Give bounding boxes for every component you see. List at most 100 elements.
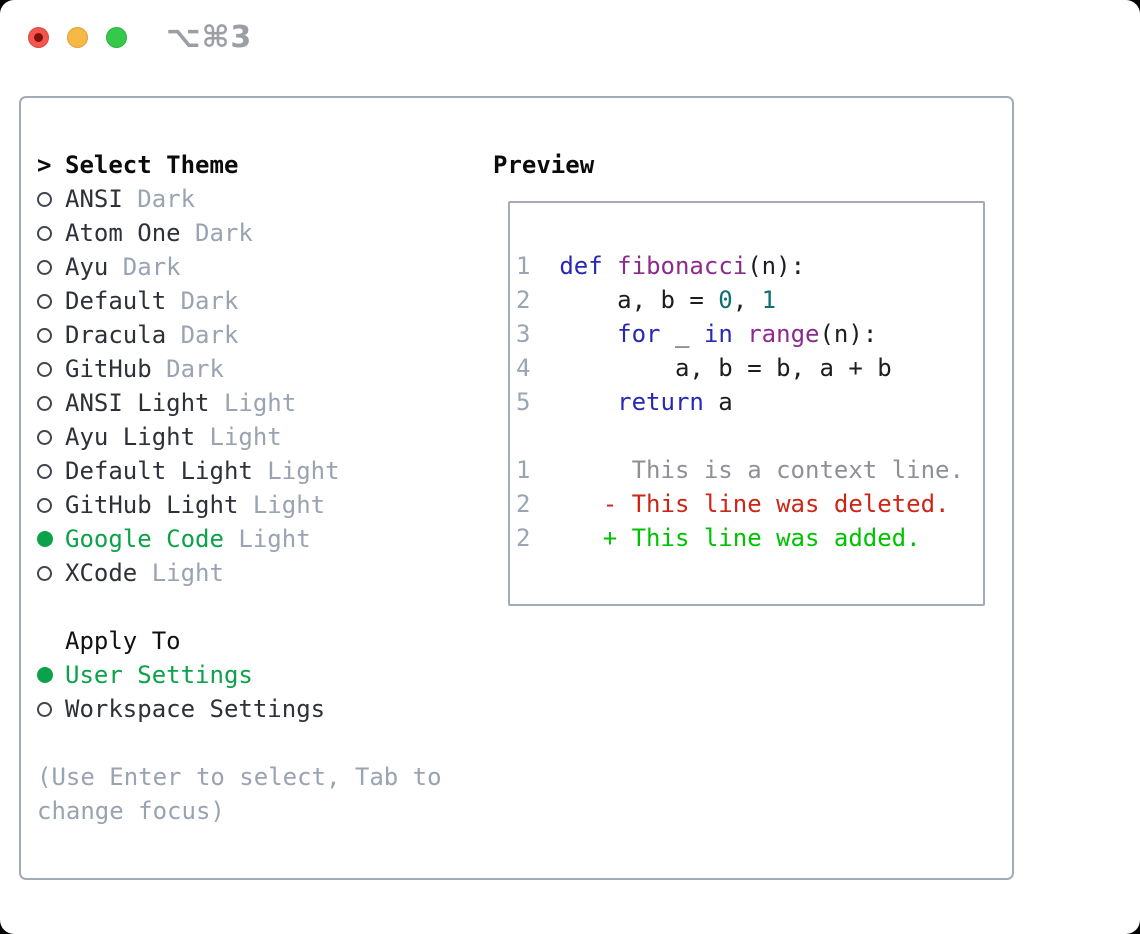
code-token: fibonacci <box>617 252 748 280</box>
code-token: + This line was added. <box>530 524 921 552</box>
zoom-button[interactable] <box>106 27 127 48</box>
radio-icon <box>37 667 53 683</box>
code-token: a, b = <box>530 286 719 314</box>
apply-option-label: User Settings <box>65 661 253 689</box>
line-number: 3 <box>516 320 531 348</box>
theme-item-ayu-light[interactable]: Ayu Light Light <box>37 420 487 454</box>
preview-title: Preview <box>493 151 595 179</box>
theme-name: Google Code <box>65 525 224 553</box>
code-token: , <box>732 286 762 314</box>
theme-name: Default <box>65 287 167 315</box>
line-number: 2 <box>516 524 531 552</box>
code-token <box>530 320 617 348</box>
code-token <box>603 252 617 280</box>
code-token: 0 <box>718 286 733 314</box>
theme-variant: Dark <box>108 253 181 281</box>
line-number: 4 <box>516 354 531 382</box>
spacer <box>37 590 487 624</box>
apply-to-header: Apply To <box>37 624 487 658</box>
theme-name: XCode <box>65 559 138 587</box>
apply-option-label: Workspace Settings <box>65 695 326 723</box>
radio-icon <box>37 225 52 241</box>
code-line: 5 return a <box>516 385 983 419</box>
close-button[interactable] <box>28 27 49 48</box>
theme-item-default[interactable]: Default Dark <box>37 284 487 318</box>
theme-name: Dracula <box>65 321 167 349</box>
theme-name: GitHub <box>65 355 152 383</box>
radio-icon <box>37 293 52 309</box>
theme-item-github-light[interactable]: GitHub Light Light <box>37 488 487 522</box>
code-token: for <box>617 320 661 348</box>
code-token: a <box>703 388 733 416</box>
line-number: 1 <box>516 252 531 280</box>
line-number: 2 <box>516 490 531 518</box>
radio-icon <box>37 361 52 377</box>
code-line: 1 This is a context line. <box>516 453 983 487</box>
hint-text: (Use Enter to select, Tab to change focu… <box>37 760 487 828</box>
theme-item-atom-one[interactable]: Atom One Dark <box>37 216 487 250</box>
code-token: in <box>703 320 733 348</box>
code-token: return <box>617 388 704 416</box>
theme-item-ansi[interactable]: ANSI Dark <box>37 182 487 216</box>
theme-variant: Dark <box>122 185 196 213</box>
apply-option-workspace-settings[interactable]: Workspace Settings <box>37 692 487 726</box>
code-token: This is a context line. <box>530 456 964 484</box>
line-number: 1 <box>516 456 531 484</box>
select-theme-title: Select Theme <box>65 151 239 179</box>
code-token: a, b = b, a + b <box>530 354 892 382</box>
radio-icon <box>37 497 52 513</box>
code-token <box>530 388 617 416</box>
hint-line-2: change focus) <box>37 797 225 825</box>
window-title: ⌥⌘3 <box>166 20 253 55</box>
radio-icon <box>37 429 52 445</box>
theme-name: Ayu <box>65 253 109 281</box>
theme-variant: Dark <box>151 355 224 383</box>
code-token: _ <box>660 320 704 348</box>
theme-name: ANSI <box>65 185 123 213</box>
prompt-icon: > <box>37 151 52 179</box>
code-token: (n): <box>819 320 878 348</box>
theme-name: Default Light <box>65 457 253 485</box>
radio-icon <box>37 463 52 479</box>
theme-variant: Light <box>223 525 311 553</box>
theme-name: GitHub Light <box>65 491 239 519</box>
theme-item-ayu[interactable]: Ayu Dark <box>37 250 487 284</box>
code-line: 2 - This line was deleted. <box>516 487 983 521</box>
code-line: 4 a, b = b, a + b <box>516 351 983 385</box>
code-token: range <box>747 320 820 348</box>
code-line: 3 for _ in range(n): <box>516 317 983 351</box>
radio-icon <box>37 259 52 275</box>
theme-name: Atom One <box>65 219 181 247</box>
theme-item-google-code[interactable]: Google Code Light <box>37 522 487 556</box>
theme-name: Ayu Light <box>65 423 196 451</box>
line-number: 5 <box>516 388 531 416</box>
select-theme-header: > Select Theme <box>37 148 487 182</box>
radio-icon <box>37 395 52 411</box>
minimize-button[interactable] <box>67 27 88 48</box>
radio-icon <box>37 701 52 717</box>
theme-item-github[interactable]: GitHub Dark <box>37 352 487 386</box>
theme-variant: Dark <box>166 287 239 315</box>
unsaved-dot-icon <box>34 33 43 42</box>
code-token: (n): <box>747 252 806 280</box>
theme-name: ANSI Light <box>65 389 210 417</box>
code-line: 2 + This line was added. <box>516 521 983 555</box>
theme-item-xcode[interactable]: XCode Light <box>37 556 487 590</box>
code-token: - This line was deleted. <box>530 490 950 518</box>
spacer <box>37 726 487 760</box>
hint-line-1: (Use Enter to select, Tab to <box>37 763 442 791</box>
theme-item-dracula[interactable]: Dracula Dark <box>37 318 487 352</box>
theme-variant: Light <box>252 457 340 485</box>
apply-option-user-settings[interactable]: User Settings <box>37 658 487 692</box>
theme-variant: Dark <box>180 219 253 247</box>
theme-item-ansi-light[interactable]: ANSI Light Light <box>37 386 487 420</box>
theme-item-default-light[interactable]: Default Light Light <box>37 454 487 488</box>
radio-icon <box>37 531 53 547</box>
theme-variant: Dark <box>166 321 239 349</box>
code-token <box>733 320 747 348</box>
